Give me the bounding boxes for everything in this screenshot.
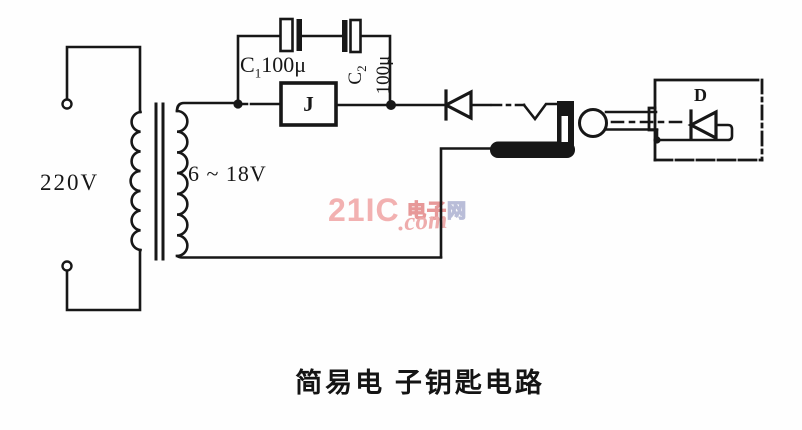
secondary-voltage-label: 6 ~ 18V [188,161,267,186]
c2-sub: 2 [353,65,369,72]
primary-loop-wires [65,45,142,312]
relay-label: J [303,91,314,116]
c2-name-line: C2 [345,39,373,111]
c2-name: C [345,71,366,85]
c1-value: 100μ [261,52,306,77]
secondary-wires [175,101,494,259]
c1-name: C [240,52,255,77]
transformer-symbol [129,102,189,261]
terminal-circle-bottom [61,260,73,272]
junction-dot-left [233,99,243,109]
capacitor-branch-wires [236,34,392,106]
capacitor-c1-label: C1100μ [240,52,306,81]
diagram-caption: 简易电 子钥匙电路 [295,368,545,398]
diode-d-symbol [687,109,718,141]
diode-d-inner-loop [655,123,734,142]
terminal-circle-top [61,98,73,110]
key-box [647,78,764,162]
jack-contact-wires [604,110,690,131]
plug-symbol [490,101,575,158]
capacitor-c1-symbol [279,17,302,53]
secondary-winding [175,109,189,258]
capacitor-c2-label: C2 100μ [345,39,394,111]
c1-sub: 1 [254,65,262,81]
diode-symbol [442,89,473,121]
primary-winding [129,110,142,252]
primary-voltage-label: 220V [40,170,100,195]
jack-sleeve-circle [578,108,608,138]
contact-spring-kink [522,102,559,122]
inner-junction-dot [653,136,661,144]
capacitor-c2-symbol [342,18,362,54]
lock-diode-label: D [694,85,707,105]
core-lines [154,102,165,261]
junction-dot-right [386,100,396,110]
c2-value-line: 100μ [372,55,394,95]
